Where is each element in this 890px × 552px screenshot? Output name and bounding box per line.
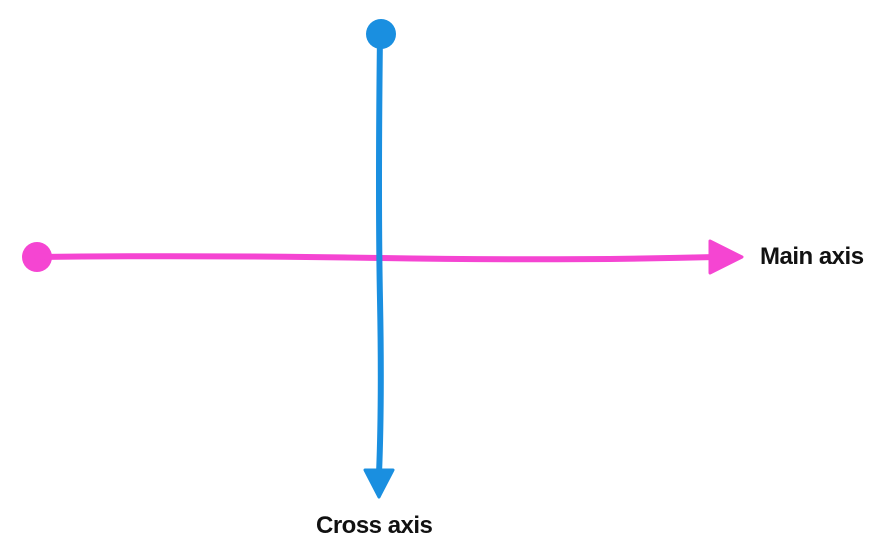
main-axis-arrowhead [708,239,744,275]
main-axis-label: Main axis [760,243,864,270]
cross-axis-arrowhead [363,468,395,499]
cross-axis-label: Cross axis [316,512,433,539]
cross-axis [363,19,396,499]
cross-axis-line [376,31,384,477]
